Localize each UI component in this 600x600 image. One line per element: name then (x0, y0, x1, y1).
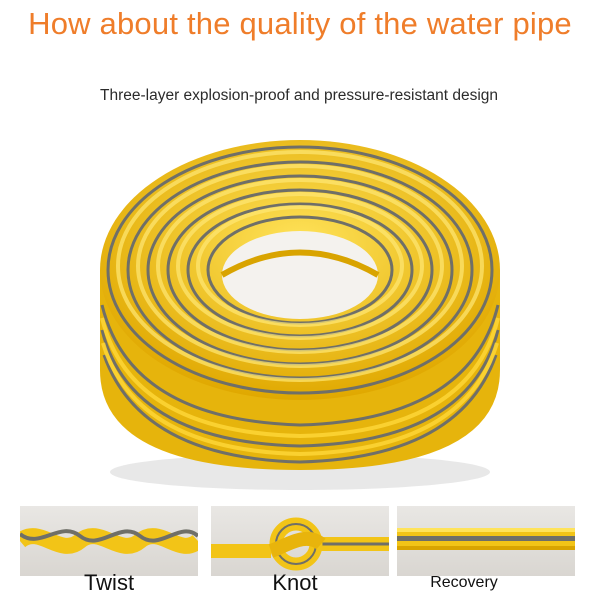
knot-thumbnail (211, 506, 389, 576)
straight-hose-image (397, 528, 575, 550)
recovery-label: Recovery (430, 574, 498, 591)
hose-coil-image (70, 120, 530, 500)
recovery-thumbnail (397, 506, 575, 576)
twist-thumbnail (20, 506, 198, 576)
page-title: How about the quality of the water pipe (28, 6, 572, 41)
knot-label: Knot (272, 570, 318, 595)
twisted-hose-image (20, 528, 198, 554)
knotted-hose-image (211, 517, 389, 571)
twist-label: Twist (83, 570, 135, 595)
page-subtitle: Three-layer explosion-proof and pressure… (100, 87, 499, 104)
